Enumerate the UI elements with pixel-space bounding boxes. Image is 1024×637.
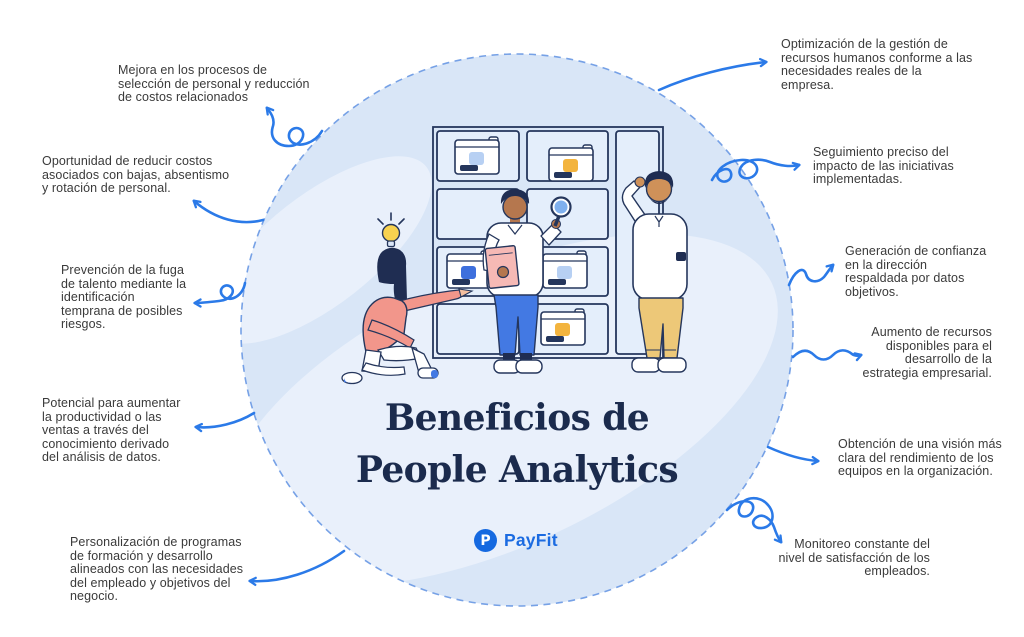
arrow-personalizacion-icon [248,549,346,587]
benefit-item-generacion-confianza: Generación de confianza en la dirección … [845,244,987,299]
page-title-line2: People Analytics [355,449,679,491]
lightbulb-icon [377,212,405,248]
archive-box-icon [540,308,586,346]
arrow-mejora-icon [265,106,324,148]
benefit-item-obtencion-vision: Obtención de una visión más clara del re… [838,437,1002,479]
benefit-item-personalizacion-programas: Personalización de programas de formació… [70,535,244,604]
benefit-item-monitoreo-satisfaccion: Monitoreo constante del nivel de satisfa… [778,537,930,579]
page-title: Beneficios de People Analytics [312,392,722,496]
man-searching-figure [621,171,688,373]
woman-kneeling-figure [341,212,474,385]
benefit-item-prevencion-fuga: Prevención de la fuga de talento mediant… [61,263,187,332]
arrow-optimizacion-icon [657,57,768,92]
dashed-circle-border [240,53,794,607]
archive-box-icons [446,136,594,346]
archive-box-icon [446,250,492,289]
benefit-item-optimizacion-gestion: Optimización de la gestión de recursos h… [781,37,973,92]
connector-arrows [192,57,863,587]
arrow-prevencion-icon [193,281,247,308]
arrow-monitoreo-icon [725,496,783,544]
arrow-oportunidad-icon [192,199,265,224]
payfit-logo-icon: P [474,529,497,552]
arrow-aumento-icon [791,349,863,362]
man-magnifier-figure [482,189,572,374]
arrow-potencial-icon [194,411,256,433]
magnifying-glass-icon [550,196,572,227]
benefit-item-aumento-recursos: Aumento de recursos disponibles para el … [862,325,992,380]
archive-box-icon [454,136,500,175]
archive-box-icon [542,250,588,289]
benefit-item-oportunidad-costos: Oportunidad de reducir costos asociados … [42,154,230,196]
arrow-generacion-icon [787,263,835,287]
benefit-item-seguimiento-impacto: Seguimiento preciso del impacto de las i… [813,145,954,187]
arrow-obtencion-icon [766,445,820,466]
arrow-seguimiento-icon [710,158,801,183]
benefit-item-potencial-productividad: Potencial para aumentar la productividad… [42,396,181,465]
benefit-item-mejora-procesos: Mejora en los procesos de selección de p… [118,63,310,105]
archive-box-icon [548,144,594,182]
payfit-logo: P PayFit [474,529,558,552]
page-title-line1: Beneficios de [384,397,650,439]
payfit-logo-text: PayFit [504,530,558,550]
